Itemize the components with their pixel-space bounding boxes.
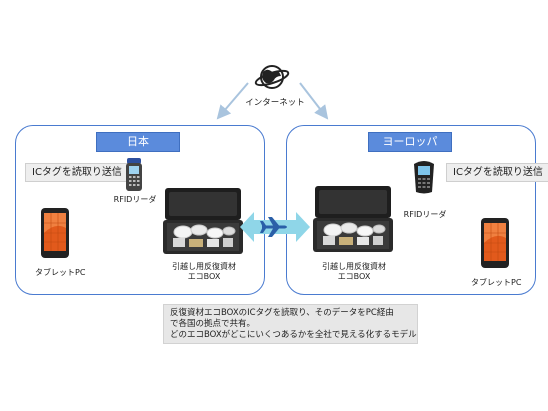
japan-rfid-reader-icon <box>126 158 142 191</box>
internet-to-japan-arrow <box>216 82 249 120</box>
caption-line-2: で各国の拠点で共有。 <box>170 319 256 329</box>
japan-reader-label: RFIDリーダ <box>113 195 157 204</box>
caption-line-3: どのエコBOXがどこにいくつあるかを全社で見える化するモデル <box>170 330 417 340</box>
japan-tablet-icon <box>41 208 69 258</box>
airplane-exchange-arrow <box>240 212 310 242</box>
europe-eco-box-icon <box>313 186 393 252</box>
europe-box-label-2: エコBOX <box>337 272 371 281</box>
japan-tablet-label: タブレットPC <box>35 268 86 277</box>
airplane-icon <box>260 217 287 237</box>
caption-box: 反復資材エコBOXのICタグを読取り、そのデータをPC経由 で各国の拠点で共有。… <box>163 304 418 344</box>
japan-box-label-2: エコBOX <box>187 272 221 281</box>
europe-reader-label: RFIDリーダ <box>403 210 447 219</box>
caption-line-1: 反復資材エコBOXのICタグを読取り、そのデータをPC経由 <box>170 308 394 318</box>
europe-region-title: ヨーロッパ <box>368 132 452 152</box>
europe-box-label-1: 引越し用反復資材 <box>322 262 386 271</box>
europe-note: ICタグを読取り送信 <box>446 163 548 182</box>
internet-to-europe-arrow <box>299 82 329 120</box>
japan-note: ICタグを読取り送信 <box>25 163 129 182</box>
japan-box-label-1: 引越し用反復資材 <box>172 262 236 271</box>
japan-eco-box-icon <box>163 188 243 254</box>
europe-tablet-label: タブレットPC <box>471 278 522 287</box>
europe-tablet-icon <box>481 218 509 268</box>
europe-rfid-reader-icon <box>414 161 434 194</box>
globe-icon <box>254 65 290 89</box>
internet-label: インターネット <box>245 98 305 108</box>
japan-region-title: 日本 <box>96 132 180 152</box>
